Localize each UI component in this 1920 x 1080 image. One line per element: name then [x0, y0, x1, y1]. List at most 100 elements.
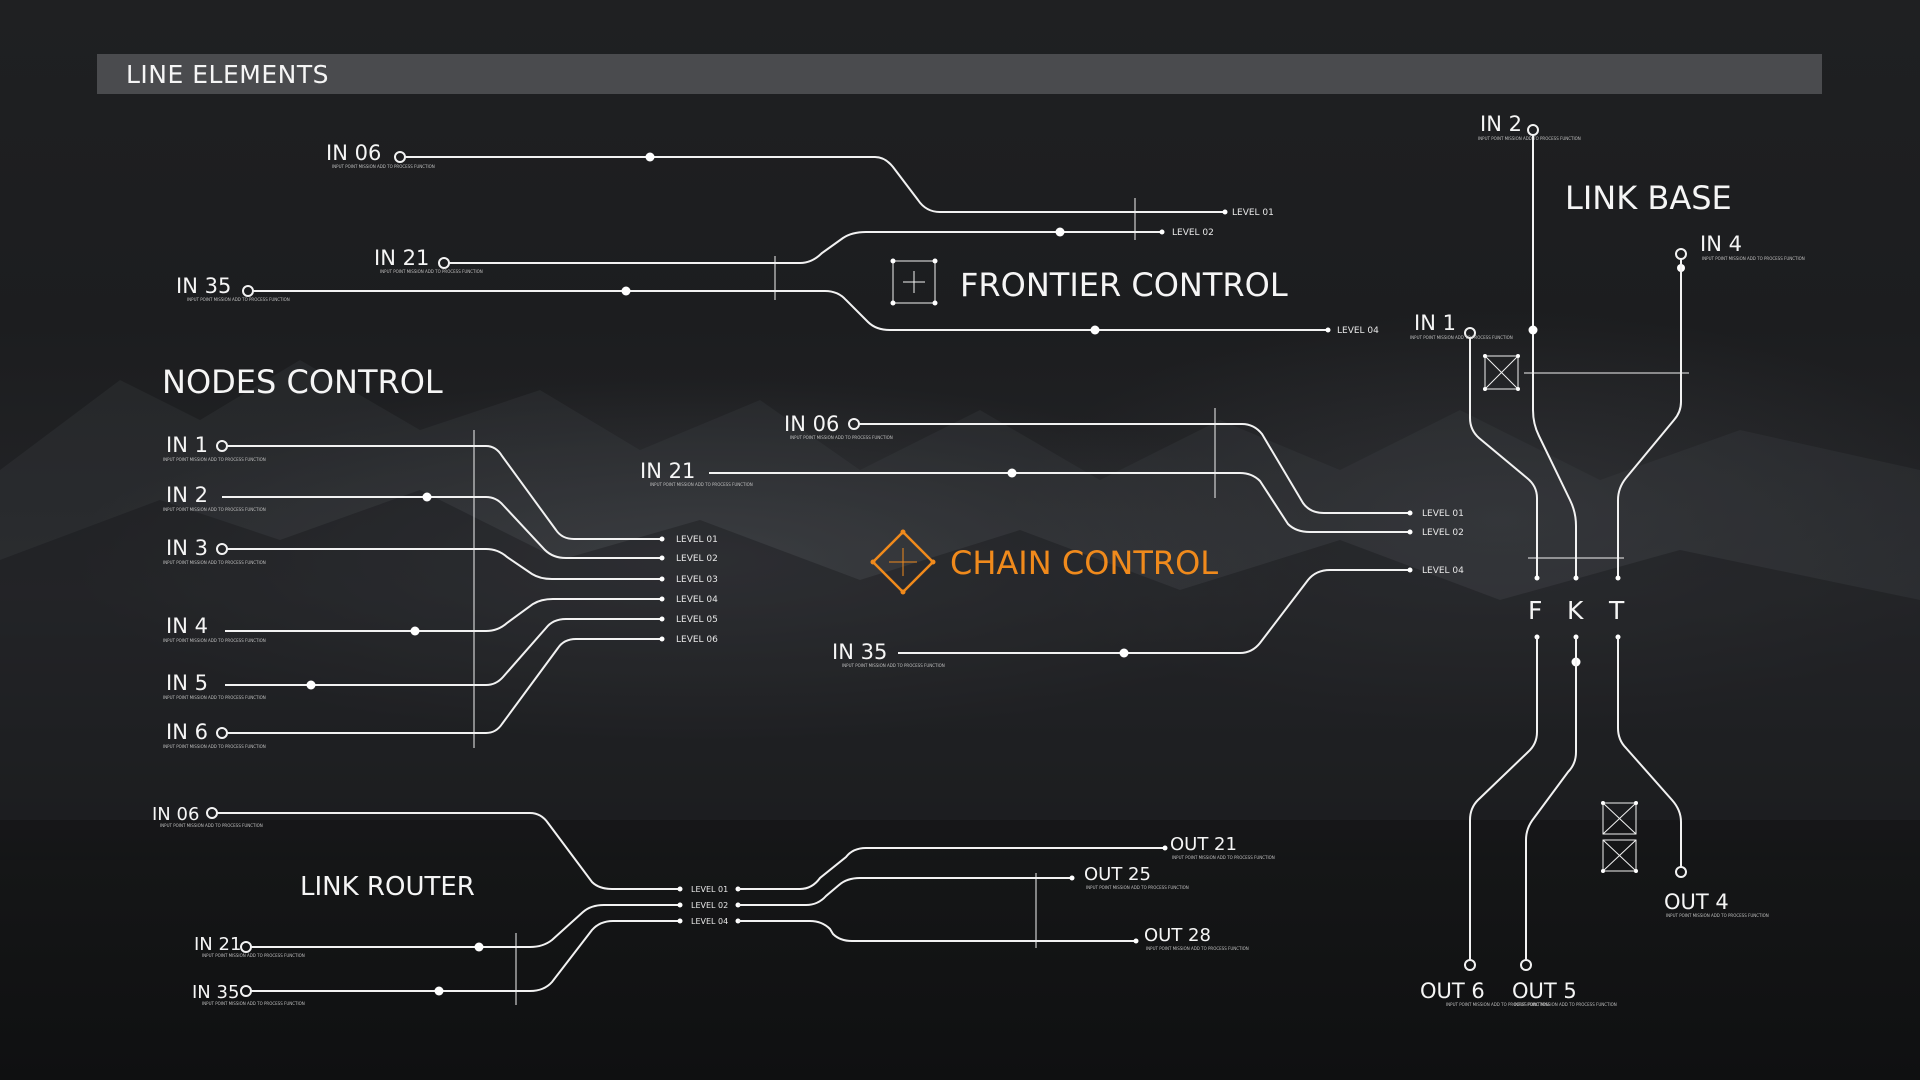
nodes-level05-end — [659, 616, 665, 622]
router-out21-label: OUT 21 — [1170, 834, 1237, 855]
router-in21-label: IN 21 — [194, 934, 241, 955]
base-wire-t — [1617, 259, 1682, 578]
chain-diamond-icon — [870, 529, 936, 595]
chain-level01-end — [1407, 510, 1413, 516]
nodes-in5-desc: INPUT POINT MISSION ADD TO PROCESS FUNCT… — [163, 695, 266, 700]
router-in06-port[interactable] — [206, 807, 218, 819]
nodes-level06-end — [659, 636, 665, 642]
base-f-end — [1534, 575, 1540, 581]
chain-level04: LEVEL 04 — [1422, 566, 1464, 576]
base-in2-port[interactable] — [1527, 124, 1539, 136]
router-wire-in06 — [217, 812, 680, 890]
router-wire-out21 — [738, 847, 1165, 890]
chain-level02-end — [1407, 529, 1413, 535]
frontier-wire-in35 — [253, 290, 1328, 331]
base-out4-port[interactable] — [1675, 866, 1687, 878]
base-in4-label: IN 4 — [1700, 232, 1742, 256]
nodes-wire-2 — [222, 496, 662, 559]
router-wire-in35 — [251, 920, 680, 992]
frontier-in06-port[interactable] — [394, 151, 406, 163]
chain-title: CHAIN CONTROL — [950, 544, 1218, 582]
base-title: LINK BASE — [1565, 179, 1732, 217]
frontier-node-1 — [645, 152, 655, 162]
frontier-level02: LEVEL 02 — [1172, 228, 1214, 238]
router-out25-end — [1069, 875, 1075, 881]
link-router-group: LINK ROUTER IN 06 INPUT POINT MISSION AD… — [152, 804, 1275, 1006]
chain-in21-desc: INPUT POINT MISSION ADD TO PROCESS FUNCT… — [650, 482, 753, 487]
frontier-in35-port[interactable] — [242, 285, 254, 297]
router-in21-desc: INPUT POINT MISSION ADD TO PROCESS FUNCT… — [202, 953, 305, 958]
router-level02: LEVEL 02 — [691, 901, 728, 910]
chain-control-group: CHAIN CONTROL IN 06 INPUT POINT MISSION … — [640, 408, 1464, 668]
router-wire-out28 — [738, 920, 1136, 942]
chain-node-3 — [1119, 648, 1129, 658]
router-in35-label: IN 35 — [192, 982, 239, 1003]
nodes-in1-port[interactable] — [216, 440, 228, 452]
nodes-in6-port[interactable] — [216, 727, 228, 739]
nodes-level01: LEVEL 01 — [676, 535, 718, 545]
router-in21-port[interactable] — [240, 941, 252, 953]
frontier-control-group: FRONTIER CONTROL IN 06 INPUT POINT MISSI… — [176, 141, 1379, 336]
fkt-box-icon — [1601, 801, 1638, 873]
nodes-wire-4 — [225, 598, 662, 632]
nodes-in6-desc: INPUT POINT MISSION ADD TO PROCESS FUNCT… — [163, 744, 266, 749]
frontier-in06-label: IN 06 — [326, 141, 381, 165]
base-out6-port[interactable] — [1464, 959, 1476, 971]
router-left-end-1 — [677, 886, 683, 892]
chain-wire-in06 — [859, 423, 1410, 514]
frontier-node-4 — [1090, 325, 1100, 335]
frontier-wire-in21 — [449, 231, 1162, 264]
chain-in35-label: IN 35 — [832, 640, 887, 664]
router-wire-in21 — [251, 904, 680, 948]
base-node-in2 — [1528, 325, 1538, 335]
chain-in21-label: IN 21 — [640, 459, 695, 483]
nodes-in6-label: IN 6 — [166, 720, 208, 744]
chain-in06-label: IN 06 — [784, 412, 839, 436]
base-wire-out4 — [1617, 637, 1682, 867]
nodes-wire-6 — [227, 638, 662, 734]
router-out28-label: OUT 28 — [1144, 925, 1211, 946]
router-out28-desc: INPUT POINT MISSION ADD TO PROCESS FUNCT… — [1146, 946, 1249, 951]
frontier-node-2 — [1055, 227, 1065, 237]
nodes-level05: LEVEL 05 — [676, 615, 718, 625]
nodes-level06: LEVEL 06 — [676, 635, 718, 645]
nodes-level03: LEVEL 03 — [676, 575, 718, 585]
frontier-in35-label: IN 35 — [176, 274, 231, 298]
router-left-end-3 — [677, 918, 683, 924]
base-in4-port[interactable] — [1675, 248, 1687, 260]
base-in1-desc: INPUT POINT MISSION ADD TO PROCESS FUNCT… — [1410, 335, 1513, 340]
nodes-in2-label: IN 2 — [166, 483, 208, 507]
nodes-in3-port[interactable] — [216, 543, 228, 555]
base-out6-label: OUT 6 — [1420, 979, 1485, 1003]
chain-level02: LEVEL 02 — [1422, 528, 1464, 538]
frontier-in21-desc: INPUT POINT MISSION ADD TO PROCESS FUNCT… — [380, 269, 483, 274]
router-level01: LEVEL 01 — [691, 885, 728, 894]
frontier-in21-port[interactable] — [438, 257, 450, 269]
nodes-node-5 — [306, 680, 316, 690]
frontier-cross-icon — [890, 258, 938, 306]
frontier-title: FRONTIER CONTROL — [960, 266, 1288, 304]
frontier-in35-desc: INPUT POINT MISSION ADD TO PROCESS FUNCT… — [187, 297, 290, 302]
base-t-end — [1615, 575, 1621, 581]
base-letter-k: K — [1567, 596, 1584, 625]
router-in35-port[interactable] — [240, 985, 252, 997]
base-letter-f: F — [1528, 596, 1542, 625]
nodes-in1-desc: INPUT POINT MISSION ADD TO PROCESS FUNCT… — [163, 457, 266, 462]
nodes-in1-label: IN 1 — [166, 433, 208, 457]
chain-wire-in35 — [898, 569, 1410, 654]
nodes-level02: LEVEL 02 — [676, 554, 718, 564]
base-out4-label: OUT 4 — [1664, 890, 1729, 914]
base-k-end — [1573, 575, 1579, 581]
base-in1-label: IN 1 — [1414, 311, 1456, 335]
base-wire-out6 — [1469, 637, 1538, 960]
base-wire-f — [1469, 338, 1538, 578]
nodes-level04-end — [659, 596, 665, 602]
chain-in06-port[interactable] — [848, 418, 860, 430]
router-wire-out25 — [738, 877, 1072, 906]
nodes-in3-label: IN 3 — [166, 536, 208, 560]
router-in06-desc: INPUT POINT MISSION ADD TO PROCESS FUNCT… — [160, 823, 263, 828]
base-out5-port[interactable] — [1520, 959, 1532, 971]
